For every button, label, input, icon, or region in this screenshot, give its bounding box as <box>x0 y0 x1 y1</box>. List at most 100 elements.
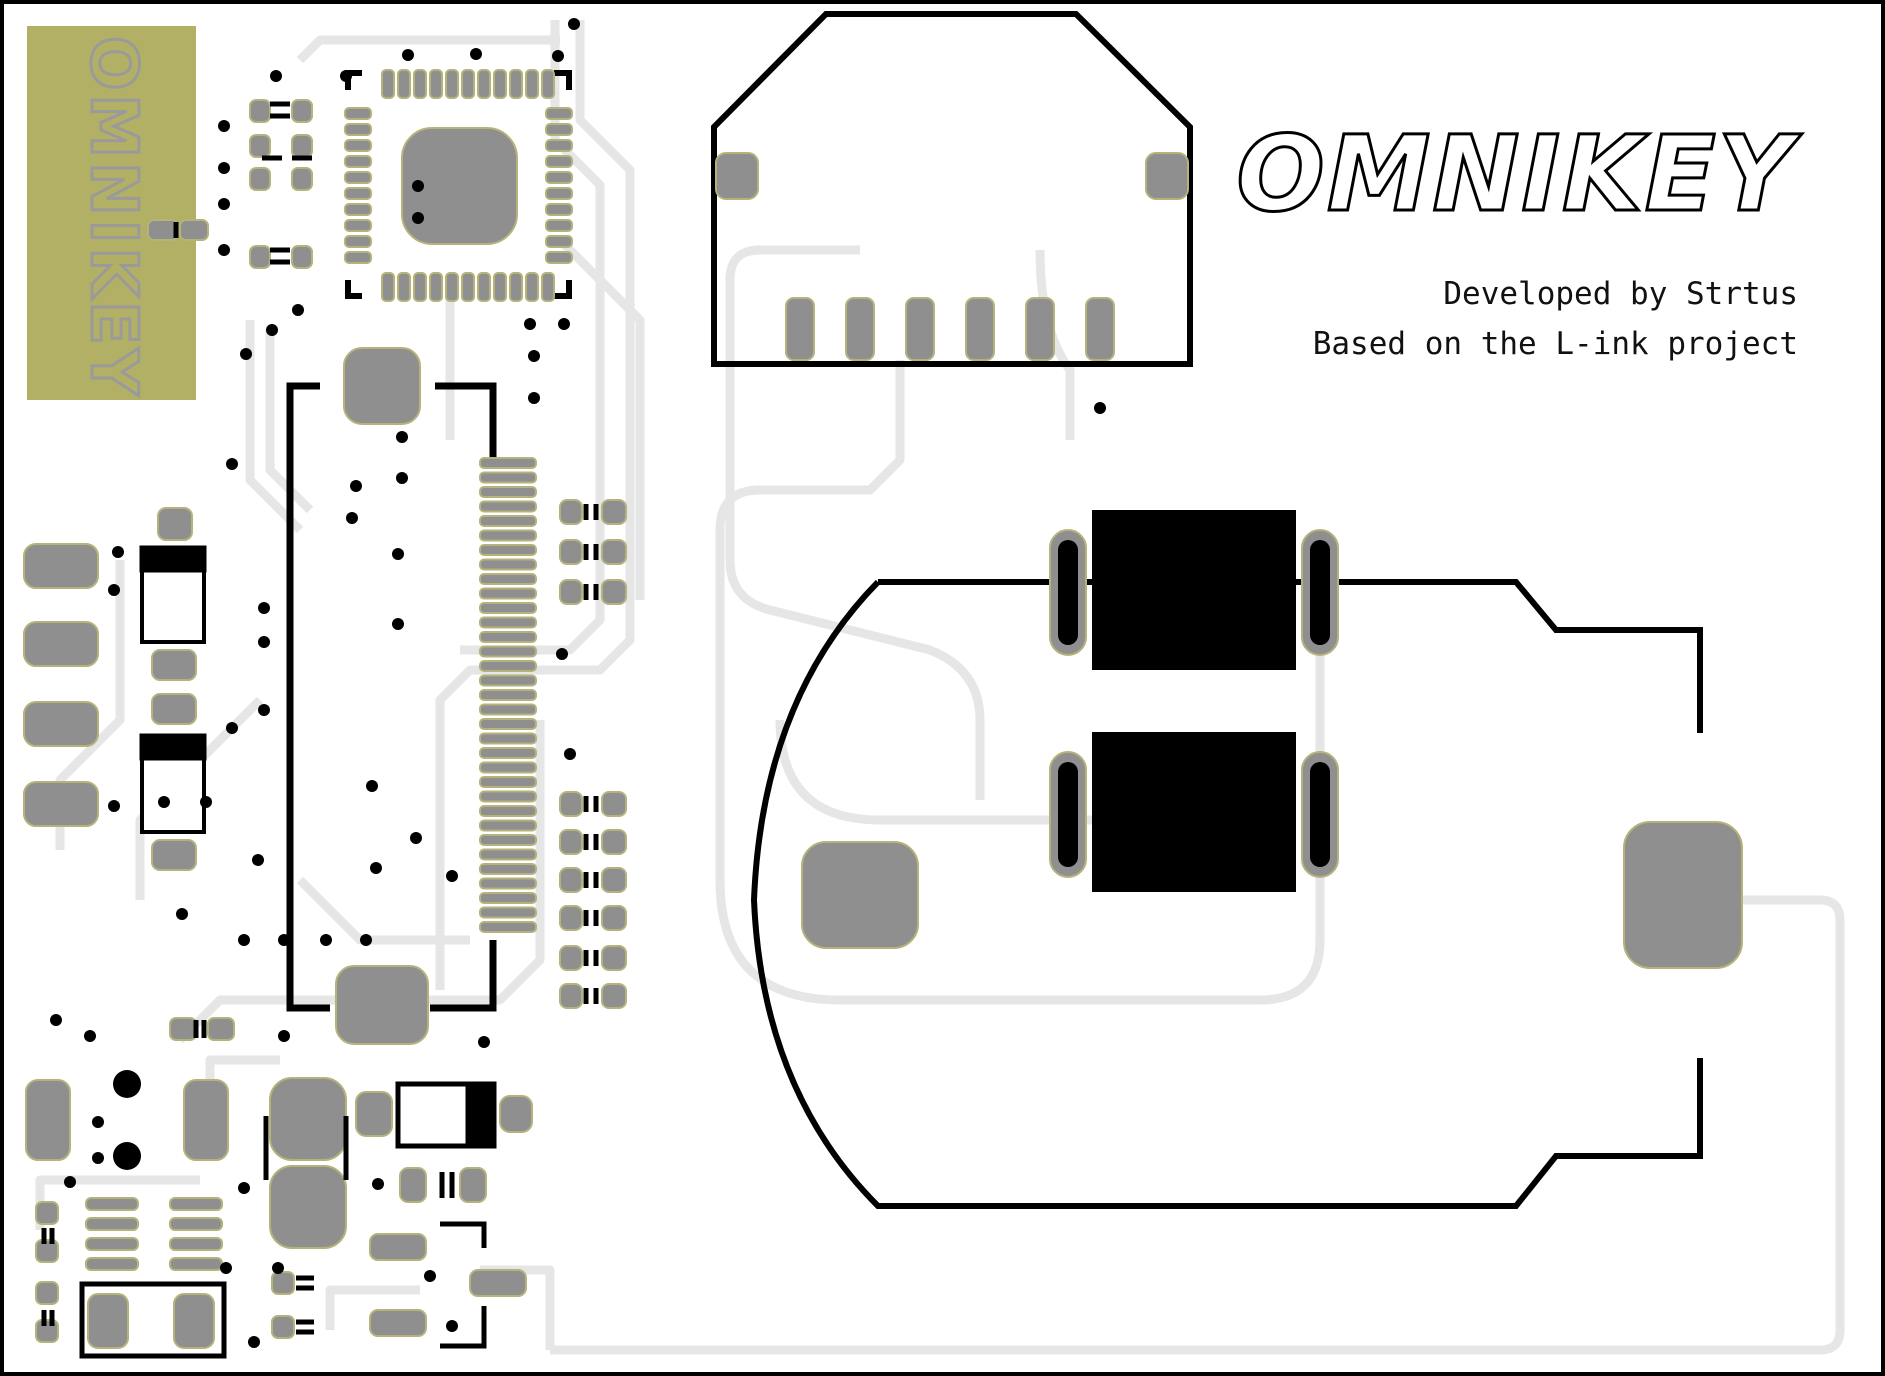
card-slot-outline <box>711 11 1193 367</box>
connector-finger <box>479 863 537 875</box>
display-connector <box>286 382 497 1012</box>
power-pad <box>499 1095 533 1133</box>
via <box>176 908 188 920</box>
passive-pad <box>469 1269 527 1297</box>
smd-pads <box>23 69 1115 1349</box>
connector-finger <box>479 500 537 513</box>
passive-pad <box>291 99 313 123</box>
via <box>218 198 230 210</box>
connector-finger <box>479 660 537 672</box>
mcu-pin <box>493 69 507 99</box>
passive-pad <box>249 245 271 269</box>
connector-finger <box>479 486 537 498</box>
passive-pad <box>271 1271 295 1295</box>
passive-pad <box>169 1017 197 1041</box>
passive-pad <box>291 167 313 191</box>
via <box>218 244 230 256</box>
via <box>340 70 352 82</box>
diode-band <box>139 545 207 573</box>
via <box>220 1262 232 1274</box>
mcu-pin <box>541 272 555 302</box>
passive-pad <box>559 829 583 855</box>
passive-pad <box>601 791 627 817</box>
inductor-bottom <box>1049 732 1339 892</box>
card-contact <box>1025 297 1055 361</box>
passive-pad <box>291 134 313 158</box>
credit-based-on: Based on the L-ink project <box>1312 326 1798 362</box>
silk-line <box>173 222 290 265</box>
diode-band <box>139 733 207 761</box>
mcu-pin <box>541 69 555 99</box>
ic-pin <box>169 1197 223 1211</box>
via <box>524 318 536 330</box>
connector-anchor <box>335 965 429 1045</box>
silk-line <box>583 796 599 812</box>
via <box>320 934 332 946</box>
connector-finger <box>479 457 537 469</box>
via <box>218 162 230 174</box>
connector-finger <box>479 761 537 774</box>
via <box>272 1262 284 1274</box>
via <box>112 546 124 558</box>
passive-pad <box>559 539 583 565</box>
mcu-pin <box>344 123 372 136</box>
power-pad <box>87 1293 129 1349</box>
mcu-pin <box>545 155 573 168</box>
mcu-pin <box>381 69 395 99</box>
connector-finger <box>479 471 537 484</box>
passive-pad <box>369 1309 427 1337</box>
connector-finger <box>479 805 537 817</box>
via <box>238 934 250 946</box>
passive-pad <box>559 791 583 817</box>
connector-finger <box>479 544 537 556</box>
connector-finger <box>479 631 537 643</box>
via <box>292 304 304 316</box>
ic-pin <box>169 1257 223 1271</box>
power-pad <box>173 1293 215 1349</box>
ic-pin <box>85 1257 139 1271</box>
silk-line <box>439 1172 455 1198</box>
connector-anchor <box>343 347 421 425</box>
via <box>50 1014 62 1026</box>
mcu-pin <box>397 69 411 99</box>
passive-pad <box>35 1201 59 1225</box>
mcu-pin <box>545 203 573 216</box>
passive-pad <box>601 499 627 525</box>
silk-line <box>41 1228 55 1326</box>
ic-pin <box>169 1237 223 1251</box>
passive-pad <box>559 579 583 605</box>
mcu-pin <box>545 187 573 200</box>
via <box>266 324 278 336</box>
via <box>446 870 458 882</box>
mcu-pin <box>413 69 427 99</box>
via <box>470 48 482 60</box>
via <box>528 392 540 404</box>
passive-pad <box>35 1239 59 1263</box>
via <box>240 348 252 360</box>
connector-finger <box>479 645 537 658</box>
passive-pad <box>601 983 627 1009</box>
led-pad <box>151 649 197 681</box>
passive-pad <box>559 945 583 971</box>
ic-pin <box>85 1237 139 1251</box>
vias <box>50 18 1106 1348</box>
silk-line <box>583 544 599 560</box>
connector-finger <box>479 892 537 904</box>
via <box>158 796 170 808</box>
mcu-pin <box>344 155 372 168</box>
passive-pad <box>35 1281 59 1305</box>
via <box>108 800 120 812</box>
passive-pad <box>35 1319 59 1343</box>
inductor-top <box>1049 510 1339 670</box>
connector-finger <box>479 732 537 745</box>
via <box>108 584 120 596</box>
connector-finger <box>479 674 537 687</box>
via <box>92 1152 104 1164</box>
silk-line <box>583 988 599 1004</box>
passive-pad <box>601 579 627 605</box>
connector-finger <box>479 776 537 788</box>
via <box>372 1178 384 1190</box>
passive-pad <box>601 829 627 855</box>
via <box>396 472 408 484</box>
connector-finger <box>479 848 537 861</box>
